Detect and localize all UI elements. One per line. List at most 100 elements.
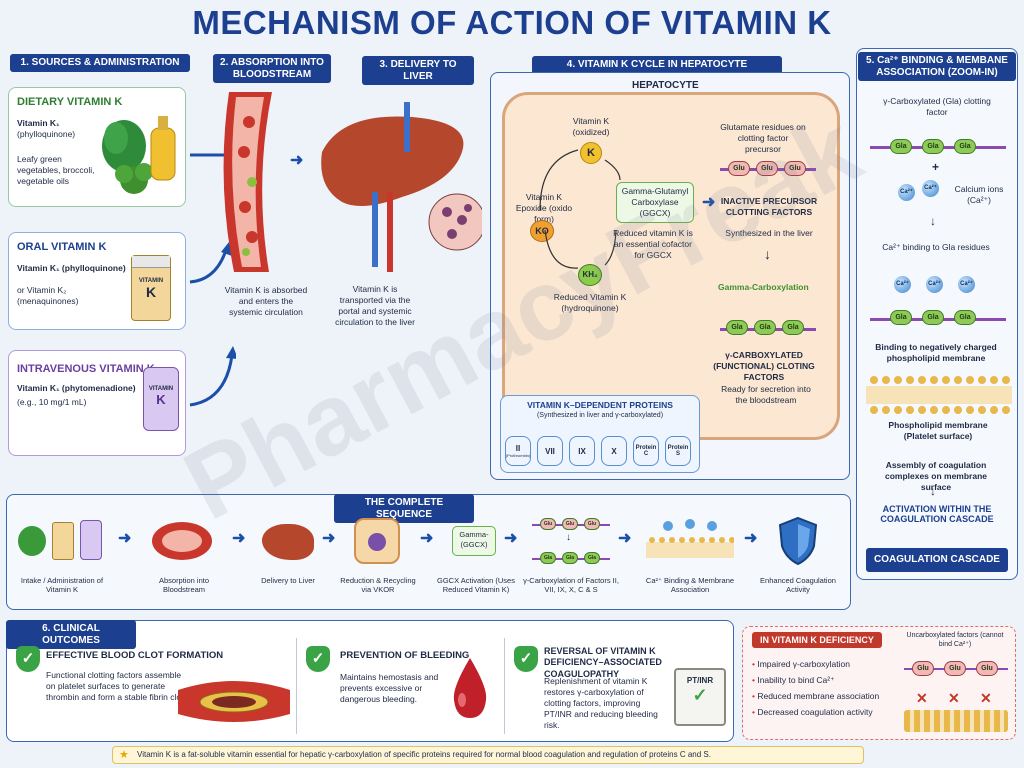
inactive-label: INACTIVE PRECURSOR CLOTTING FACTORS [720,196,818,218]
zoom-gla: Gla [922,139,944,154]
seq-ggcx-box: Gamma-(GGCX) [452,526,496,556]
seq-step-label: Reduction & Recycling via VKOR [340,576,416,595]
membrane-icon [866,376,1012,414]
delivery-text: Vitamin K is transported via the portal … [335,284,415,328]
oral-bottle-icon: VITAMIN K [131,255,171,321]
seq-carboxylation-icon: Glu Glu Glu ↓ Gla Gla Gla [528,516,614,566]
hepatocyte-cell [502,92,840,440]
oral-title: ORAL VITAMIN K [17,241,107,253]
arrow-to-liver: ➜ [290,152,304,169]
deficiency-item: • Reduced membrane association [752,691,880,702]
ptinr-clipboard-icon: PT/INR ✓ [674,668,726,726]
protein-c: Protein C [633,436,659,466]
epoxide-label: Vitamin K Epoxide (oxido form) [515,192,573,225]
footer-text: Vitamin K is a fat-soluble vitamin essen… [137,750,711,759]
seq-step-label: Ca²⁺ Binding & Membrane Association [645,576,735,595]
x-mark-icon: ✕ [916,690,928,706]
oral-line1: Vitamin K₁ (phylloquinone) [17,263,126,273]
ca-ion: Ca²⁺ [922,180,939,197]
cycle-arrows [539,149,621,269]
divider [296,638,297,734]
gla-factor-label: γ-Carboxylated (Gla) clotting factor [883,96,991,118]
glu-residue: Glu [756,161,778,176]
checkmark-icon: ✓ [692,685,708,705]
sequence-header: THE COMPLETE SEQUENCE [334,494,474,523]
deficiency-item: • Decreased coagulation activity [752,707,873,718]
uncarb-glu: Glu [976,661,998,676]
bleed-title: PREVENTION OF BLEEDING [340,650,470,661]
blood-drop-icon [453,658,487,718]
ca-ion: Ca²⁺ [958,276,975,293]
bleed-text: Maintains hemostasis and prevents excess… [340,672,439,705]
gamma-carboxylation-label: Gamma-Carboxylation [718,282,809,292]
section-header-delivery: 3. DELIVERY TO LIVER [362,56,474,85]
glu-residue: Glu [784,161,806,176]
liver-icon [321,102,482,272]
assembly-label: Assembly of coagulation complexes on mem… [884,460,988,493]
k-node: K [580,142,602,164]
vkdp-box: VITAMIN K–DEPENDENT PROTEINS (Synthesize… [500,395,700,473]
zoom-panel [856,48,1018,580]
oral-line2: or Vitamin K₂ [17,285,67,295]
reduced-label: Reduced Vitamin K (hydroquinone) [553,292,627,314]
star-icon: ★ [119,749,129,761]
check-icon: ✓ [306,646,330,672]
iv-line2: (e.g., 10 mg/1 mL) [17,397,87,407]
plus-sign: + [932,160,940,174]
seq-arrow: ➜ [420,530,434,547]
zoom-gla: Gla [890,139,912,154]
absorption-text: Vitamin K is absorbed and enters the sys… [224,285,308,318]
zoom-gla: Gla [954,139,976,154]
page-title: MECHANISM OF ACTION OF VITAMIN K [192,4,832,41]
blood-vessel-icon [223,92,272,272]
seq-step-label: Absorption into Bloodstream [158,576,210,595]
reversal-text: Replenishment of vitamin K restores γ-ca… [544,676,658,731]
gla-residue: Gla [754,320,776,335]
protein-x: X [601,436,627,466]
calcium-label: Calcium ions (Ca²⁺) [954,184,1004,206]
section-header-outcomes: 6. CLINICAL OUTCOMES [6,620,136,649]
x-mark-icon: ✕ [948,690,960,706]
section-header-zoom: 5. Ca²⁺ BINDING & MEMBANE ASSOCIATION (Z… [858,52,1016,81]
dietary-line1: Vitamin K₁ [17,118,60,128]
seq-step-label: γ-Carboxylation of Factors II, VII, IX, … [523,576,619,595]
iv-title: INTRAVENOUS VITAMIN K [17,363,155,375]
zoom-gla: Gla [922,310,944,325]
check-icon: ✓ [514,646,538,672]
ca-ion: Ca²⁺ [894,276,911,293]
ptinr-label: PT/INR [686,676,714,685]
seq-vkor-icon [354,518,400,564]
deficiency-membrane-icon [904,710,1008,732]
seq-arrow: ➜ [744,530,758,547]
coagulation-cascade-box: COAGULATION CASCADE [866,548,1008,572]
iv-bag-label: VITAMIN [148,386,174,392]
clot-title: EFFECTIVE BLOOD CLOT FORMATION [46,650,224,661]
deficiency-item: • Inability to bind Ca²⁺ [752,675,835,686]
zoom-gla: Gla [954,310,976,325]
source-arrows [189,149,236,407]
seq-step-label: Intake / Administration of Vitamin K [20,576,104,595]
seq-step-label: Enhanced Coagulation Activity [760,576,836,595]
oral-bottle-label: VITAMIN [138,278,164,284]
vkdp-title: VITAMIN K–DEPENDENT PROTEINS [527,400,673,410]
synth-label: Synthesized in the liver [725,228,813,238]
uncarb-glu: Glu [944,661,966,676]
protein-vii: VII [537,436,563,466]
zoom-gla: Gla [890,310,912,325]
ggcx-box: Gamma-Glutamyl Carboxylase (GGCX) [616,182,694,224]
deficiency-title: IN VITAMIN K DEFICIENCY [752,632,882,648]
vk-oxidized-label: Vitamin K (oxidized) [572,116,610,138]
seq-arrow: ➜ [322,530,336,547]
down-arrow: ↓ [930,214,936,228]
down-arrow: ↓ [930,484,936,498]
dietary-title: DIETARY VITAMIN K [17,96,123,108]
kh2-node: KH₂ [578,264,602,286]
protein-ix: IX [569,436,595,466]
section-header-sources: 1. SOURCES & ADMINISTRATION [10,54,190,72]
oral-line3: (menaquinones) [17,296,79,306]
activation-label: ACTIVATION WITHIN THE COAGULATION CASCAD… [880,504,994,524]
functional-label: γ-CARBOXYLATED (FUNCTIONAL) CLOTING FACT… [713,350,815,383]
protein-s: Protein S [665,436,691,466]
dietary-line2: (phylloquinone) [17,129,76,139]
gla-residue: Gla [726,320,748,335]
